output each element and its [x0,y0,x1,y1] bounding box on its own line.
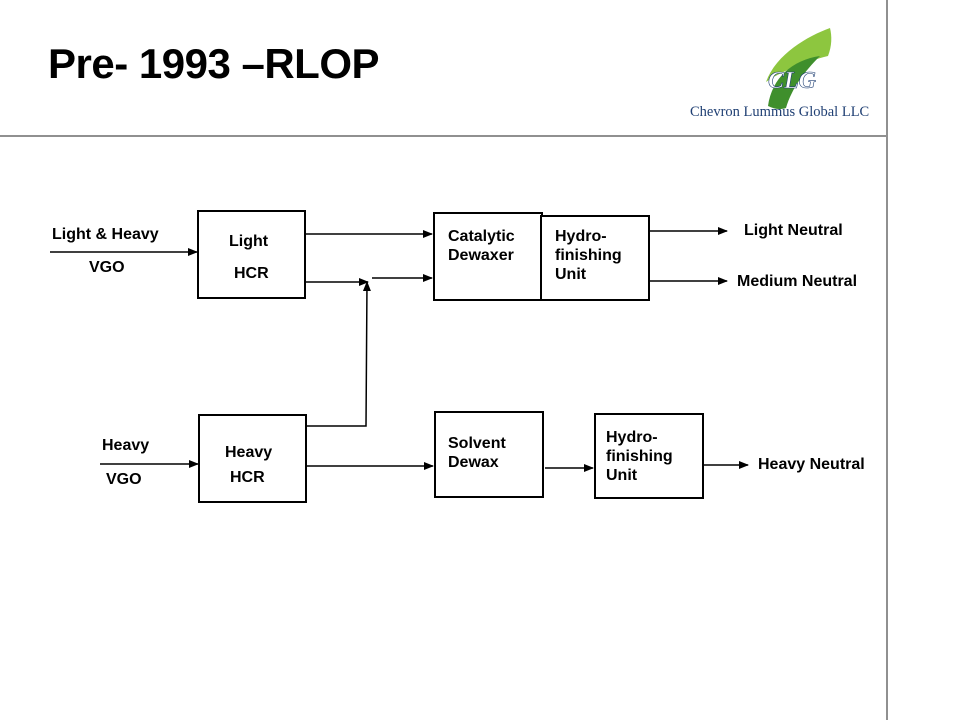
hydrofinishing-bottom-line2: finishing [606,448,673,465]
right-divider [886,0,888,720]
hydrofinishing-top-line1: Hydro- [555,228,607,245]
input-heavy-label: Heavy [102,437,150,454]
output-light-neutral: Light Neutral [744,222,843,239]
hydrofinishing-top-line2: finishing [555,247,622,264]
input-heavy-vgo: VGO [106,471,142,488]
light-hcr-line2: HCR [234,265,269,282]
clg-logo: CLG [766,28,832,110]
solvent-dewax-line2: Dewax [448,454,499,471]
catalytic-dewaxer-line2: Dewaxer [448,247,514,264]
heavy-hcr-box: Heavy HCR [198,414,307,503]
hydrofinishing-bottom-line1: Hydro- [606,429,658,446]
input-light-heavy-label: Light & Heavy [52,226,159,243]
logo-company-name: Chevron Lummus Global LLC [690,104,870,120]
hydrofinishing-bottom-line3: Unit [606,467,638,484]
page-title: Pre- 1993 –RLOP [48,40,380,87]
leaf-front-icon [768,56,820,110]
header-divider [0,135,887,137]
logo-monogram: CLG [768,68,817,94]
hydrofinishing-top-box: Hydro- finishing Unit [540,215,650,301]
heavy-hcr-line2: HCR [230,469,265,486]
input-light-heavy-vgo: VGO [89,259,125,276]
hydrofinishing-bottom-box: Hydro- finishing Unit [594,413,704,499]
hydrofinishing-top-line3: Unit [555,266,587,283]
catalytic-dewaxer-box: Catalytic Dewaxer [433,212,543,301]
light-hcr-line1: Light [229,233,269,250]
light-hcr-box: Light HCR [197,210,306,299]
output-medium-neutral: Medium Neutral [737,273,858,290]
leaf-back-icon [766,28,832,82]
arrow-heavy-hcr-riser [306,281,371,427]
catalytic-dewaxer-line1: Catalytic [448,228,515,245]
output-heavy-neutral: Heavy Neutral [758,456,865,473]
heavy-hcr-line1: Heavy [225,444,273,461]
solvent-dewax-line1: Solvent [448,435,506,452]
solvent-dewax-box: Solvent Dewax [434,411,544,498]
